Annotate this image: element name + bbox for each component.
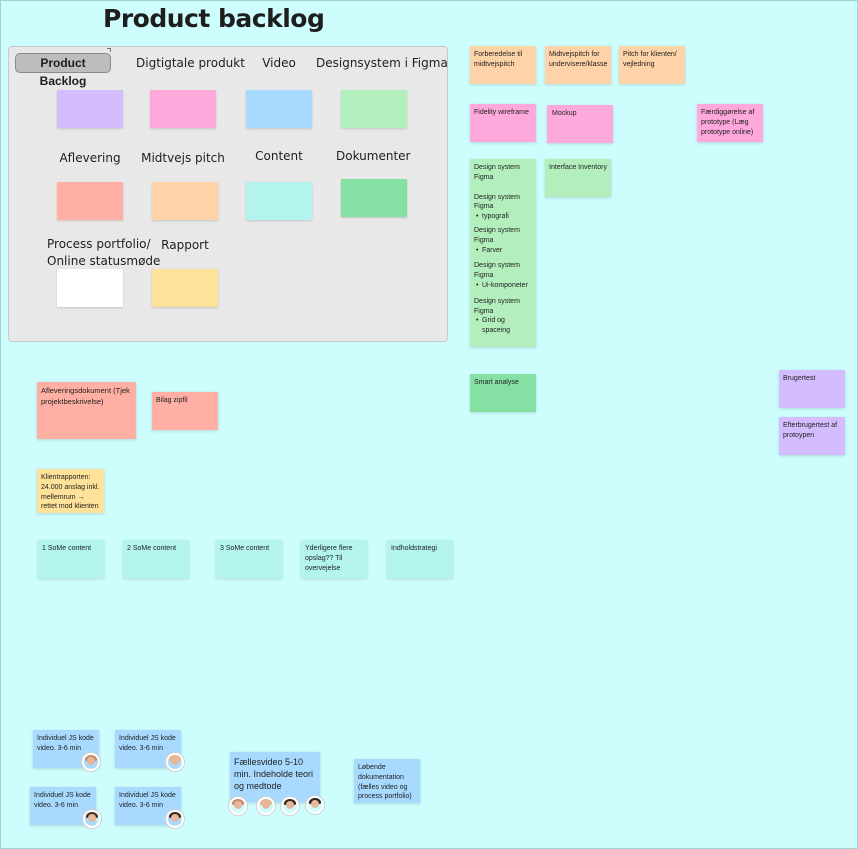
ds-item-4-title: Design system Figma (474, 262, 520, 280)
swatch-video-blue (246, 90, 312, 128)
sticky-midtvejspitch[interactable]: Midtvejspitch for undervisere/klasse (545, 46, 611, 84)
sticky-brugertest[interactable]: Brugertest (779, 370, 845, 408)
sticky-yderligere[interactable]: Yderligere flere opslag?? Til overvejels… (301, 540, 367, 578)
swatch-digital-product-purple (57, 90, 123, 128)
user-avatar[interactable] (229, 797, 247, 815)
user-avatar[interactable] (257, 797, 275, 815)
ds-item-3-bullet: Farver (474, 246, 532, 256)
legend-label-process: Process portfolio/ Online statusmøde (47, 236, 160, 270)
sticky-bilag-zipfil[interactable]: Bilag zipfil (152, 392, 218, 430)
legend-label-content: Content (255, 149, 303, 163)
sticky-faellesvideo[interactable]: Fællesvideo 5-10 min. Indeholde teori og… (230, 752, 320, 802)
swatch-process-white (57, 269, 123, 307)
legend-label-process-line1: Process portfolio/ (47, 237, 151, 251)
legend-label-midtvejs: Midtvejs pitch (141, 151, 225, 165)
sticky-interface-inventory[interactable]: Interface Inventory (545, 159, 611, 197)
legend-header[interactable]: Product Backlog (15, 53, 111, 88)
sticky-some2[interactable]: 2 SoMe content (123, 540, 189, 578)
swatch-rapport-yellow (152, 269, 218, 307)
legend-label-dokumenter: Dokumenter (336, 149, 411, 163)
legend-label-aflevering: Aflevering (59, 151, 121, 165)
swatch-content-teal (246, 182, 312, 220)
user-avatar[interactable] (166, 753, 184, 771)
sticky-some3[interactable]: 3 SoMe content (216, 540, 282, 578)
page-title: Product backlog (103, 4, 325, 33)
swatch-aflevering-salmon (57, 182, 123, 220)
sticky-efterbrugertest[interactable]: Efterbrugertest af protoypen (779, 417, 845, 455)
sticky-forberedelse[interactable]: Forberedelse til midtvejspitch (470, 46, 536, 84)
legend-label-process-line2: Online statusmøde (47, 254, 161, 268)
corner-mark-icon (107, 48, 111, 52)
ds-item-2-title: Design system Figma (474, 193, 520, 211)
legend-label-designsystem: Designsystem i Figma (316, 56, 448, 70)
sticky-smart-analyse[interactable]: Smart analyse (470, 374, 536, 412)
sticky-mockup[interactable]: Mockup (547, 105, 613, 143)
legend-label-rapport: Rapport (161, 238, 209, 252)
sticky-indholdstrategi[interactable]: Indholdstrategi (387, 540, 453, 578)
swatch-pink (150, 90, 216, 128)
ds-item-2-bullet: typografi (474, 212, 532, 222)
user-avatar[interactable] (82, 753, 100, 771)
sticky-klientrapporten[interactable]: Klientrapporten: 24.000 anslag inkl. mel… (37, 469, 104, 513)
ds-item-4-bullet: Ui-komponeter (474, 281, 532, 291)
sticky-some1[interactable]: 1 SoMe content (38, 540, 104, 578)
ds-item-1: Design system Figma (474, 164, 520, 181)
legend-label-video: Video (262, 56, 296, 70)
swatch-midtvejs-peach (152, 182, 218, 220)
legend-label-digital-product: Digtigtale produkt (136, 56, 245, 70)
swatch-dokumenter-green (341, 179, 407, 217)
user-avatar[interactable] (306, 796, 324, 814)
user-avatar[interactable] (281, 797, 299, 815)
sticky-lobende-dokumentation[interactable]: Løbende dokumentation (fælles video og p… (354, 759, 420, 803)
user-avatar[interactable] (166, 810, 184, 828)
ds-item-3-title: Design system Figma (474, 226, 520, 244)
ds-item-5-title: Design system Figma (474, 297, 520, 315)
sticky-fidelity-wireframe[interactable]: Fidelity wireframe (470, 104, 536, 142)
ds-item-5-bullet: Grid og spaceing (474, 316, 532, 336)
user-avatar[interactable] (83, 810, 101, 828)
sticky-pitch-klienten[interactable]: Pitch for klienten/ vejledning (619, 46, 685, 84)
swatch-designsystem-green (341, 90, 407, 128)
sticky-design-system-list[interactable]: Design system Figma Design system Figma … (470, 159, 536, 347)
sticky-faerdiggorelse[interactable]: Færdiggørelse af prototype (Læg prototyp… (697, 104, 763, 142)
sticky-afleveringsdokument[interactable]: Afleveringsdokument (Tjek projektbeskriv… (37, 382, 136, 439)
